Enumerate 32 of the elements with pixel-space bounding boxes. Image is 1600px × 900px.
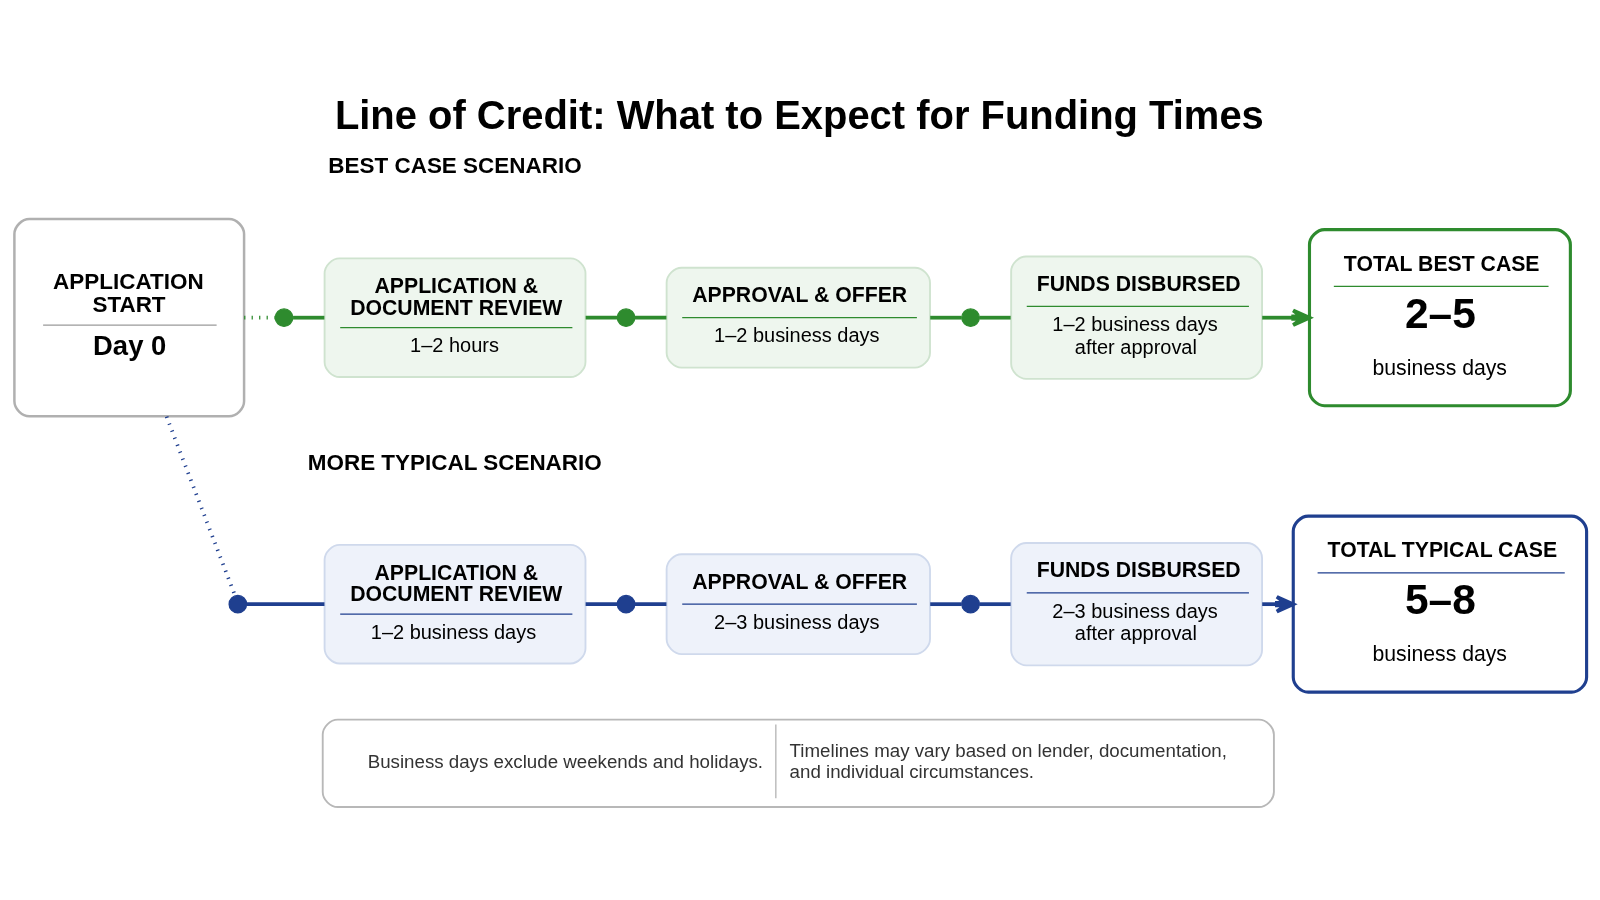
connector [634, 602, 666, 607]
node-box: FUNDS DISBURSED 1–2 business days after approval [1009, 255, 1263, 380]
connector [292, 315, 324, 320]
node-circle [274, 308, 293, 328]
connector [634, 315, 666, 320]
node-box: APPROVAL & OFFER 1–2 business days [665, 266, 931, 369]
arrow [1261, 308, 1311, 327]
arrow [1261, 595, 1295, 614]
connector [246, 602, 324, 607]
connector [978, 315, 1011, 320]
node-box: TOTAL TYPICAL CASE 5–8 business days [1291, 514, 1588, 694]
connector [585, 315, 617, 320]
connector [978, 602, 1011, 607]
node-circle [960, 594, 980, 614]
label: MORE TYPICAL SCENARIO [307, 450, 602, 476]
node-box: APPLICATION & DOCUMENT REVIEW 1–2 business days [323, 543, 586, 665]
label: BEST CASE SCENARIO [327, 153, 582, 179]
node-box: APPROVAL & OFFER 2–3 business days [665, 553, 931, 656]
connector [929, 602, 962, 607]
node-circle [227, 594, 247, 614]
node-circle [616, 594, 635, 614]
connector [243, 315, 275, 320]
node-box: APPLICATION START Day 0 [12, 217, 245, 418]
node-box: FUNDS DISBURSED 2–3 business days after approval [1009, 542, 1263, 667]
diagram-title: Line of Credit: What to Expect for Funding Times [334, 92, 1264, 137]
node-box: TOTAL BEST CASE 2–5 business days [1307, 228, 1572, 408]
connector [585, 602, 617, 607]
node-box: APPLICATION & DOCUMENT REVIEW 1–2 hours [323, 257, 586, 378]
node-circle [616, 308, 635, 328]
node-circle [960, 308, 980, 328]
connector [929, 315, 962, 320]
node-box: Business days exclude weekends and holidays. Timelines may vary based on lender, documentation, and individual circumstances. [321, 718, 1275, 808]
